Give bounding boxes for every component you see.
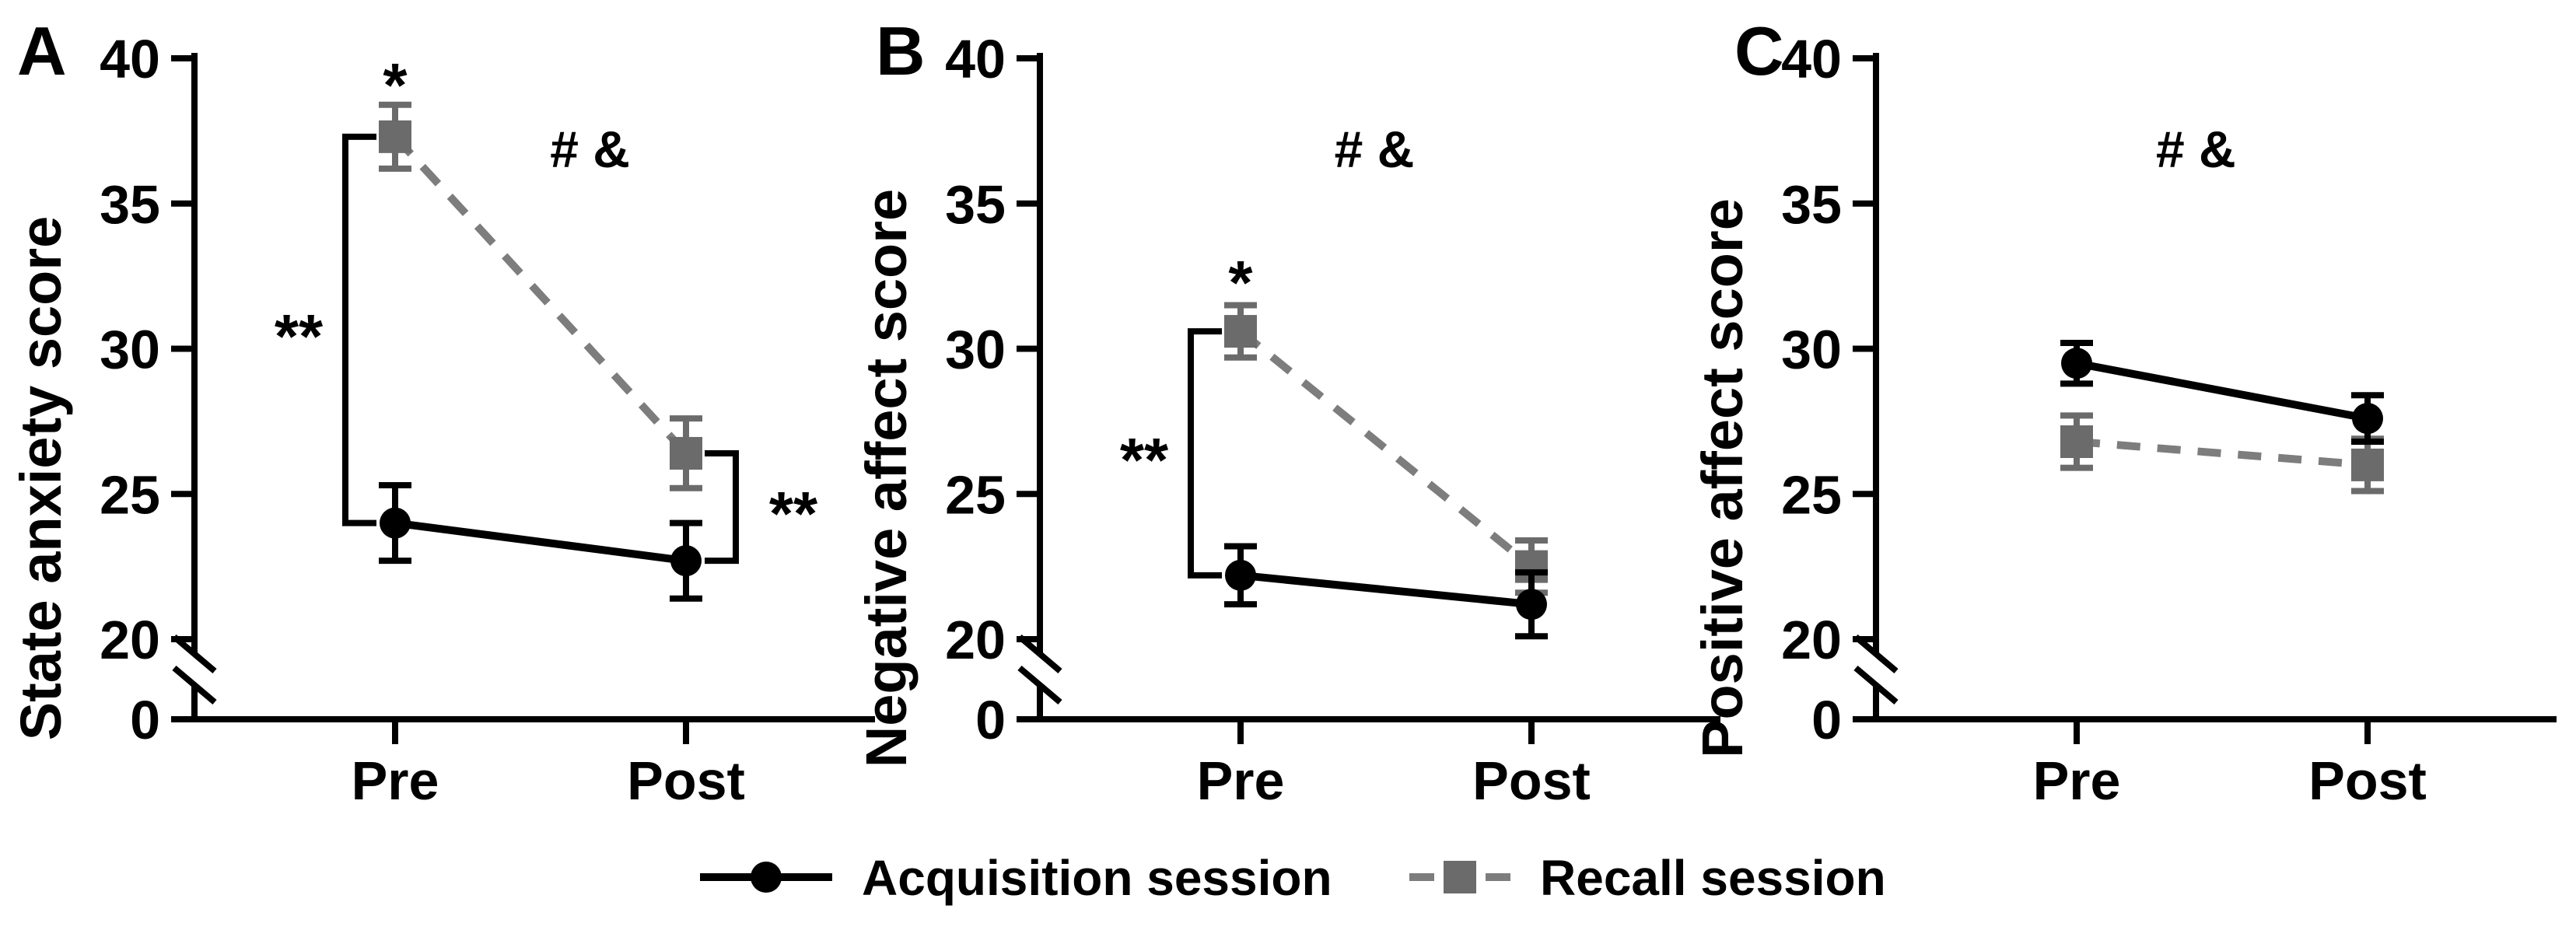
recall-series [2060,412,2384,495]
legend-item-recall: Recall session [1409,850,1886,906]
axis-break-slash-lower [172,665,217,705]
legend-recall-square-icon [1444,861,1476,893]
legend-acquisition-circle-icon [751,862,782,893]
x-category-label: Pre [2033,750,2121,811]
hash-ampersand-annotation: # & [550,121,630,178]
y-tick-label: 25 [1781,464,1842,525]
x-category-label: Post [2308,750,2427,811]
panel-letter: B [876,12,926,89]
significance-bracket [1188,328,1222,579]
recall-line [2076,438,2368,469]
acquisition-series [379,482,702,602]
x-category-label: Pre [352,750,439,811]
y-tick-label: 40 [1781,29,1842,89]
y-tick-label: 0 [975,690,1006,750]
y-tick-label: 35 [945,174,1006,235]
acquisition-series [1224,543,1548,640]
y-axis: 0 20 25 30 35 40 [100,29,217,750]
y-tick-label: 40 [100,29,160,89]
y-tick-label: 20 [945,610,1006,670]
recall-marker [670,436,702,470]
acquisition-marker [2061,348,2092,379]
axis-break-slash-lower [1017,665,1062,705]
y-tick-label: 20 [1781,610,1842,670]
recall-marker [2351,448,2384,481]
y-tick-label: 40 [945,29,1006,89]
legend: Acquisition session Recall session [700,850,1886,906]
legend-item-acquisition: Acquisition session [700,850,1332,906]
y-tick-label: 35 [1781,174,1842,235]
significance-bracket-label: ** [1120,425,1169,495]
hash-ampersand-annotation: # & [2156,121,2236,178]
y-axis-title: State anxiety score [9,216,73,741]
y-tick-label: 20 [100,610,160,670]
acquisition-marker [380,507,411,539]
panel-letter: A [17,12,67,89]
y-tick-label: 30 [1781,320,1842,380]
acquisition-marker [1516,589,1547,621]
axis-break-slash-upper [1017,634,1062,674]
recall-marker [1224,315,1257,348]
significance-bracket-label: ** [275,302,324,371]
x-category-label: Post [1472,750,1591,811]
recall-marker [2060,425,2093,459]
acquisition-line [2076,359,2368,423]
recall-series [379,101,702,491]
axis-break-slash-upper [172,634,217,674]
acquisition-line [394,519,687,565]
recall-marker [379,120,411,153]
acquisition-series [2060,340,2384,446]
acquisition-marker [670,545,702,577]
y-tick-label: 30 [100,320,160,380]
significance-bracket [342,133,376,526]
y-tick-label: 35 [100,174,160,235]
y-axis: 0 20 25 30 35 40 [945,29,1062,750]
legend-recall-label: Recall session [1540,850,1886,906]
recall-line [392,134,689,456]
y-tick-label: 0 [130,690,160,750]
axis-break-slash-upper [1853,634,1899,674]
y-axis: 0 20 25 30 35 40 [1781,29,1899,750]
recall-line [1237,328,1535,570]
significance-bracket [705,449,739,565]
legend-acquisition-label: Acquisition session [862,850,1332,906]
x-category-label: Post [627,750,745,811]
y-tick-label: 25 [945,464,1006,525]
acquisition-line [1240,571,1532,609]
y-axis-title: Negative affect score [854,189,919,767]
significance-star: * [383,51,408,120]
recall-series [1224,302,1548,596]
significance-bracket-label: ** [769,479,818,548]
hash-ampersand-annotation: # & [1335,121,1415,178]
x-category-label: Pre [1197,750,1285,811]
axis-break-slash-lower [1853,665,1899,705]
panel-letter: C [1734,12,1784,89]
y-tick-label: 30 [945,320,1006,380]
y-axis-title: Positive affect score [1690,198,1755,758]
acquisition-marker [2352,403,2383,435]
significance-star: * [1228,248,1253,317]
y-tick-label: 25 [100,464,160,525]
acquisition-marker [1225,559,1256,591]
y-tick-label: 0 [1811,690,1842,750]
